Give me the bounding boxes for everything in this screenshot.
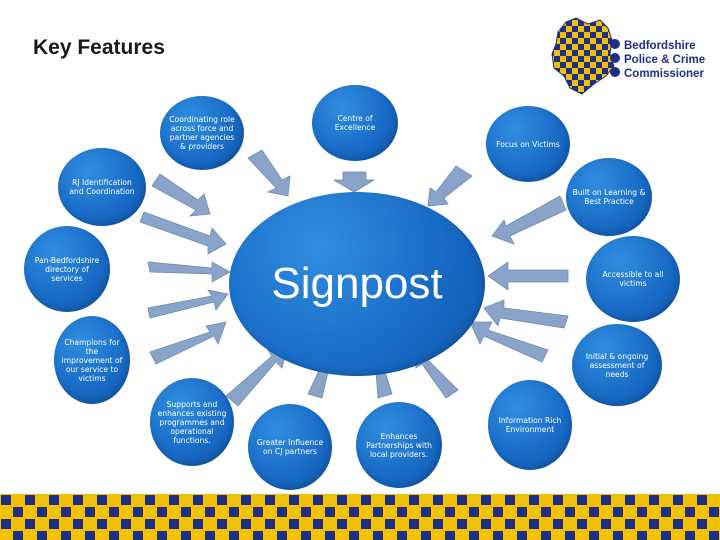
feature-label: Accessible to all victims <box>602 270 664 288</box>
arrow-left-3 <box>147 289 229 319</box>
feature-bubble: Greater Influence on CJ partners <box>248 404 332 490</box>
arrow-lower-right <box>469 321 549 363</box>
feature-bubble: Built on Learning & Best Practice <box>566 158 652 236</box>
arrow-right-3 <box>483 299 569 329</box>
feature-label: Greater Influence on CJ partners <box>256 438 324 456</box>
feature-label: Pan-Bedfordshire directory of services <box>34 255 100 283</box>
feature-label: Initial & ongoing assessment of needs <box>585 351 649 379</box>
feature-bubble: Centre of Excellence <box>312 85 398 161</box>
feature-bubble: Accessible to all victims <box>586 236 680 322</box>
feature-bubble: RJ Identification and Coordination <box>58 148 146 226</box>
arrow-left-2 <box>147 261 231 283</box>
feature-bubble: Coordinating role across force and partn… <box>160 96 244 170</box>
center-signpost-bubble: Signpost <box>229 192 485 376</box>
feature-bubble: Information Rich Environment <box>488 380 572 470</box>
crest-icon <box>610 39 620 49</box>
arrow-lower-left <box>149 321 227 365</box>
slide-title: Key Features <box>33 36 165 59</box>
feature-label: Champions for the improvement of our ser… <box>61 337 123 383</box>
checkered-footer-band <box>0 494 720 540</box>
feature-bubble: Champions for the improvement of our ser… <box>54 316 130 404</box>
feature-label: Supports and enhances existing programme… <box>157 399 227 445</box>
feature-bubble: Initial & ongoing assessment of needs <box>572 324 662 406</box>
feature-label: Built on Learning & Best Practice <box>572 188 646 206</box>
arrow-upper-right <box>491 195 567 245</box>
center-label: Signpost <box>271 259 443 308</box>
arrow-top-right <box>427 165 473 207</box>
logo-line-2: Police & Crime <box>624 54 706 66</box>
feature-bubble: Focus on Victims <box>486 106 570 182</box>
feature-label: Information Rich Environment <box>498 416 562 434</box>
arrow-right-2 <box>487 261 569 291</box>
bedfordshire-county-map-logo <box>551 17 620 95</box>
arrow-left-1 <box>139 211 227 255</box>
feature-bubble: Enhances Partnerships with local provide… <box>356 402 442 488</box>
feature-bubble: Pan-Bedfordshire directory of services <box>24 226 110 312</box>
logo-line-1: Bedfordshire <box>624 40 696 52</box>
logo-text: Bedfordshire Police & Crime Commissioner <box>624 39 705 81</box>
arrow-upper-left <box>151 173 211 217</box>
feature-bubble: Supports and enhances existing programme… <box>150 378 234 466</box>
feature-label: Enhances Partnerships with local provide… <box>366 431 432 459</box>
arrow-top-left <box>247 149 291 197</box>
feature-label: Coordinating role across force and partn… <box>169 115 235 151</box>
arrow-top <box>332 171 376 193</box>
feature-label: Centre of Excellence <box>334 114 376 132</box>
feature-label: RJ Identification and Coordination <box>69 178 135 196</box>
logo-line-3: Commissioner <box>624 68 704 80</box>
feature-label: Focus on Victims <box>496 139 560 149</box>
